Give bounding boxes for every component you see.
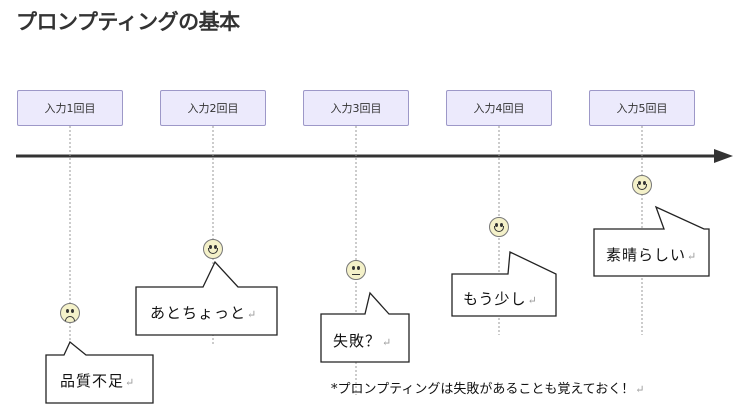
speech-bubble-5 [593, 205, 710, 277]
comment-4: もう少し↵ [463, 288, 537, 309]
comment-1-text: 品質不足 [60, 372, 125, 390]
return-mark-icon: ↵ [687, 250, 697, 263]
comment-2: あとちょっと↵ [150, 302, 256, 323]
stage-box-3: 入力3回目 [303, 90, 409, 126]
comment-4-text: もう少し [463, 290, 527, 308]
speech-bubble-2 [135, 260, 278, 336]
return-mark-icon: ↵ [247, 308, 257, 321]
return-mark-icon: ↵ [125, 376, 135, 389]
comment-5-text: 素晴らしい [606, 246, 687, 264]
return-mark-icon: ↵ [382, 336, 392, 349]
neutral-face-icon [346, 260, 366, 280]
stage-box-5: 入力5回目 [589, 90, 695, 126]
speech-bubble-3 [320, 291, 410, 363]
happy-face-icon [632, 175, 652, 195]
footnote: *プロンプティングは失敗があることも覚えておく！↵ [331, 378, 645, 397]
comment-2-text: あとちょっと [150, 304, 247, 322]
comment-3-text: 失敗？ [333, 332, 382, 350]
stage-box-4: 入力4回目 [446, 90, 552, 126]
footnote-text: *プロンプティングは失敗があることも覚えておく！ [331, 382, 635, 397]
happy-face-icon [203, 239, 223, 259]
comment-5: 素晴らしい↵ [606, 244, 696, 265]
speech-bubble-1 [45, 340, 154, 404]
comment-3: 失敗？↵ [333, 330, 391, 351]
return-mark-icon: ↵ [635, 383, 645, 396]
speech-bubble-4 [451, 251, 557, 317]
sad-face-icon [60, 303, 80, 323]
comment-1: 品質不足↵ [60, 370, 134, 391]
happy-face-icon [489, 217, 509, 237]
timeline-arrow-head [714, 149, 733, 163]
stage-box-1: 入力1回目 [17, 90, 123, 126]
page-title: プロンプティングの基本 [16, 10, 240, 34]
stage-box-2: 入力2回目 [160, 90, 266, 126]
return-mark-icon: ↵ [527, 294, 537, 307]
